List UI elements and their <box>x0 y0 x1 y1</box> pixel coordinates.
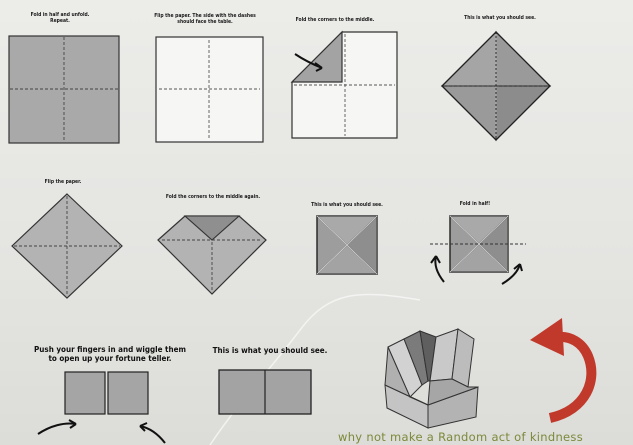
diamond-four-folds <box>442 32 550 140</box>
step-10-caption: This is what you should see. <box>200 346 340 355</box>
step-2-figure <box>155 36 265 144</box>
half-folded-rectangle <box>65 372 148 414</box>
push-finger-arrows <box>38 420 165 443</box>
step-10-figure <box>217 368 313 416</box>
step-8-figure <box>428 214 528 290</box>
step-3-figure <box>290 30 400 142</box>
result-rectangle <box>219 370 311 414</box>
red-curved-arrow-icon <box>528 310 600 428</box>
step-9-figure <box>30 368 190 445</box>
fortune-teller-figure <box>382 325 482 430</box>
step-1-caption: Fold in half and unfold. Repeat. <box>20 12 100 24</box>
step-6-caption: Fold the corners to the middle again. <box>148 194 278 200</box>
step-7-figure <box>316 215 378 277</box>
step-7-caption: This is what you should see. <box>297 202 397 208</box>
step-4-figure <box>440 30 552 142</box>
step-9-caption: Push your fingers in and wiggle them to … <box>25 345 195 363</box>
step-8-caption: Fold in half! <box>455 201 495 207</box>
step-4-caption: This is what you should see. <box>445 15 555 21</box>
step-2-caption: Flip the paper. The side with the dashes… <box>140 13 270 25</box>
fold-in-half-square <box>430 216 526 272</box>
fortune-teller <box>385 329 478 428</box>
small-square-folded <box>317 216 377 274</box>
step-1-figure <box>8 35 120 145</box>
step-6-figure <box>156 214 268 296</box>
flipped-square-white <box>156 37 263 142</box>
step-5-caption: Flip the paper. <box>38 179 88 185</box>
footer-text: why not make a Random act of kindness <box>338 430 633 444</box>
step-5-figure <box>10 192 124 300</box>
diamond-top-folded <box>158 216 266 294</box>
step-3-caption: Fold the corners to the middle. <box>295 17 375 23</box>
